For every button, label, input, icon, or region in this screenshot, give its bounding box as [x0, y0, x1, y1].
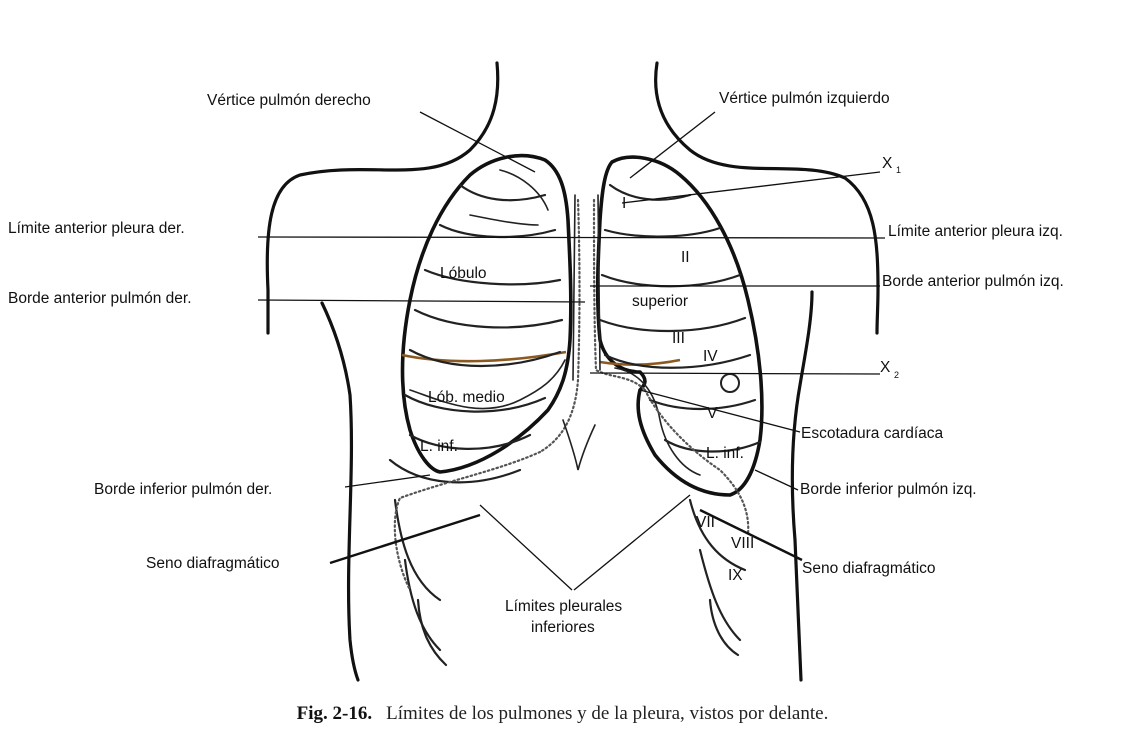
rib-right-4 — [415, 310, 562, 327]
leader-limite-ant — [258, 237, 885, 238]
figure-caption: Fig. 2-16. Límites de los pulmones y de l… — [0, 703, 1125, 725]
rib-right-lower-1 — [395, 500, 440, 600]
rib-numeral-I: I — [622, 195, 626, 212]
leader-vertice-der — [420, 112, 535, 172]
leader-borde-inf-der — [345, 475, 430, 487]
label-x2: X — [880, 359, 891, 376]
rib-right-2 — [440, 225, 555, 237]
label-x1-sub: 1 — [896, 165, 901, 175]
rib-numeral-VII: VII — [696, 514, 715, 531]
leader-borde-ant — [258, 300, 585, 302]
label-l-inf-izq: L. inf. — [706, 445, 744, 462]
label-limites-pleurales-2: inferiores — [531, 619, 595, 636]
leader-limites-pleurales-b — [574, 495, 690, 590]
label-escotadura: Escotadura cardíaca — [801, 425, 944, 442]
rib-right-lower-3 — [418, 600, 446, 665]
leader-escotadura — [640, 390, 800, 432]
label-limite-ant-izq: Límite anterior pleura izq. — [888, 223, 1063, 240]
rib-left-marker — [721, 374, 739, 392]
label-borde-inf-der: Borde inferior pulmón der. — [94, 481, 272, 498]
figure-number: Fig. 2-16. — [297, 703, 372, 724]
label-vertice-izq: Vértice pulmón izquierdo — [719, 90, 890, 107]
right-lower-pleural-border — [395, 452, 540, 590]
rib-numeral-III: III — [672, 330, 685, 347]
rib-numeral-V: V — [707, 405, 718, 422]
leader-x2 — [590, 373, 880, 374]
sternum-right-edge — [573, 195, 575, 380]
figure-caption-text: Límites de los pulmones y de la pleura, … — [386, 703, 828, 724]
costal-right-b — [470, 215, 538, 225]
label-seno-der: Seno diafragmático — [146, 555, 280, 572]
leader-limites-pleurales-a — [480, 505, 572, 590]
costal-right-a — [500, 170, 548, 210]
leader-seno-der — [330, 515, 480, 563]
label-limites-pleurales-1: Límites pleurales — [505, 598, 622, 615]
label-x1: X — [882, 155, 893, 172]
rib-numeral-IX: IX — [728, 567, 743, 584]
label-superior: superior — [632, 293, 688, 310]
label-l-inf-der: L. inf. — [420, 438, 458, 455]
labels: Vértice pulmón derecho Vértice pulmón iz… — [8, 90, 1064, 636]
rib-numeral-VIII: VIII — [731, 535, 754, 552]
leader-lines — [258, 112, 885, 590]
label-lob-medio: Lób. medio — [428, 389, 505, 406]
rib-right-5 — [410, 350, 560, 366]
rib-left-2 — [605, 228, 720, 237]
rib-left-6 — [650, 400, 755, 409]
label-borde-ant-izq: Borde anterior pulmón izq. — [882, 273, 1064, 290]
rib-numeral-II: II — [681, 249, 690, 266]
xiphoid — [563, 420, 595, 470]
right-arm-line — [322, 303, 358, 680]
rib-left-3 — [602, 275, 740, 286]
label-borde-inf-izq: Borde inferior pulmón izq. — [800, 481, 977, 498]
rib-right-lower-2 — [405, 560, 440, 650]
label-vertice-der: Vértice pulmón derecho — [207, 92, 371, 109]
label-limite-ant-der: Límite anterior pleura der. — [8, 220, 185, 237]
leader-x1 — [622, 172, 880, 203]
label-lobulo: Lóbulo — [440, 265, 487, 282]
label-borde-ant-der: Borde anterior pulmón der. — [8, 290, 192, 307]
rib-numeral-IV: IV — [703, 348, 718, 365]
right-lung — [390, 156, 571, 665]
label-seno-izq: Seno diafragmático — [802, 560, 936, 577]
rib-left-lower-3 — [710, 600, 738, 655]
label-x2-sub: 2 — [894, 370, 899, 380]
